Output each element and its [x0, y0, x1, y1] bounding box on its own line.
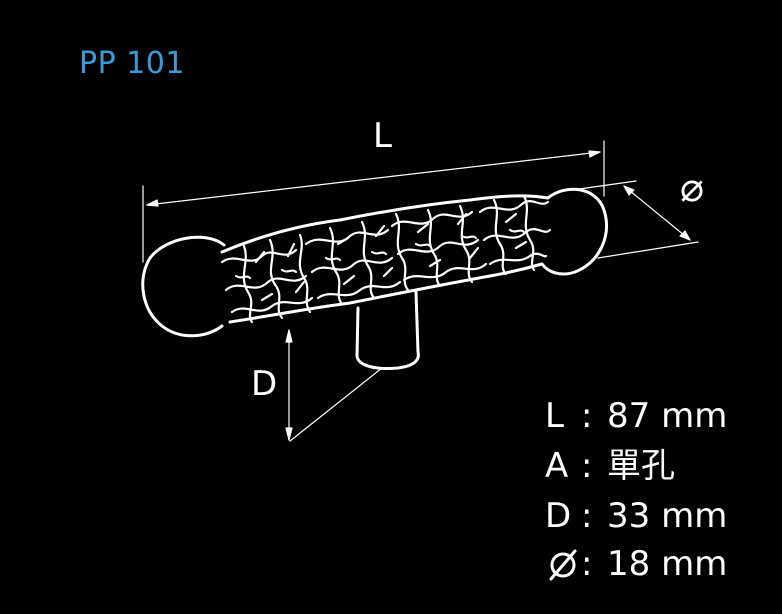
diameter-dimension: [571, 180, 699, 259]
diameter-label: ⌀: [680, 165, 705, 211]
spec-diameter-value: 18 mm: [607, 544, 728, 584]
spec-length: L:87 mm: [545, 396, 727, 436]
woven-braid-pattern: [220, 194, 552, 324]
spec-holes-value: 單孔: [607, 446, 675, 486]
spec-depth: D:33 mm: [545, 496, 727, 536]
spec-holes-separator: :: [581, 446, 593, 486]
spec-depth-value: 33 mm: [607, 496, 728, 536]
length-dimension: [142, 140, 605, 263]
spec-length-separator: :: [581, 396, 593, 436]
diameter-icon: [549, 549, 577, 581]
spec-depth-separator: :: [581, 496, 593, 536]
spec-holes-key: A: [545, 446, 569, 486]
spec-length-key: L: [545, 396, 564, 436]
depth-label: D: [251, 364, 278, 404]
model-number: PP 101: [79, 46, 185, 81]
spec-length-value: 87 mm: [607, 396, 728, 436]
spec-holes: A: 單孔: [545, 446, 675, 486]
knob-outline: [141, 187, 608, 370]
length-label: L: [373, 116, 392, 156]
depth-dimension: [285, 329, 383, 442]
spec-diameter: :18 mm: [545, 544, 727, 584]
spec-diameter-separator: :: [581, 544, 593, 584]
spec-depth-key: D: [545, 496, 572, 536]
